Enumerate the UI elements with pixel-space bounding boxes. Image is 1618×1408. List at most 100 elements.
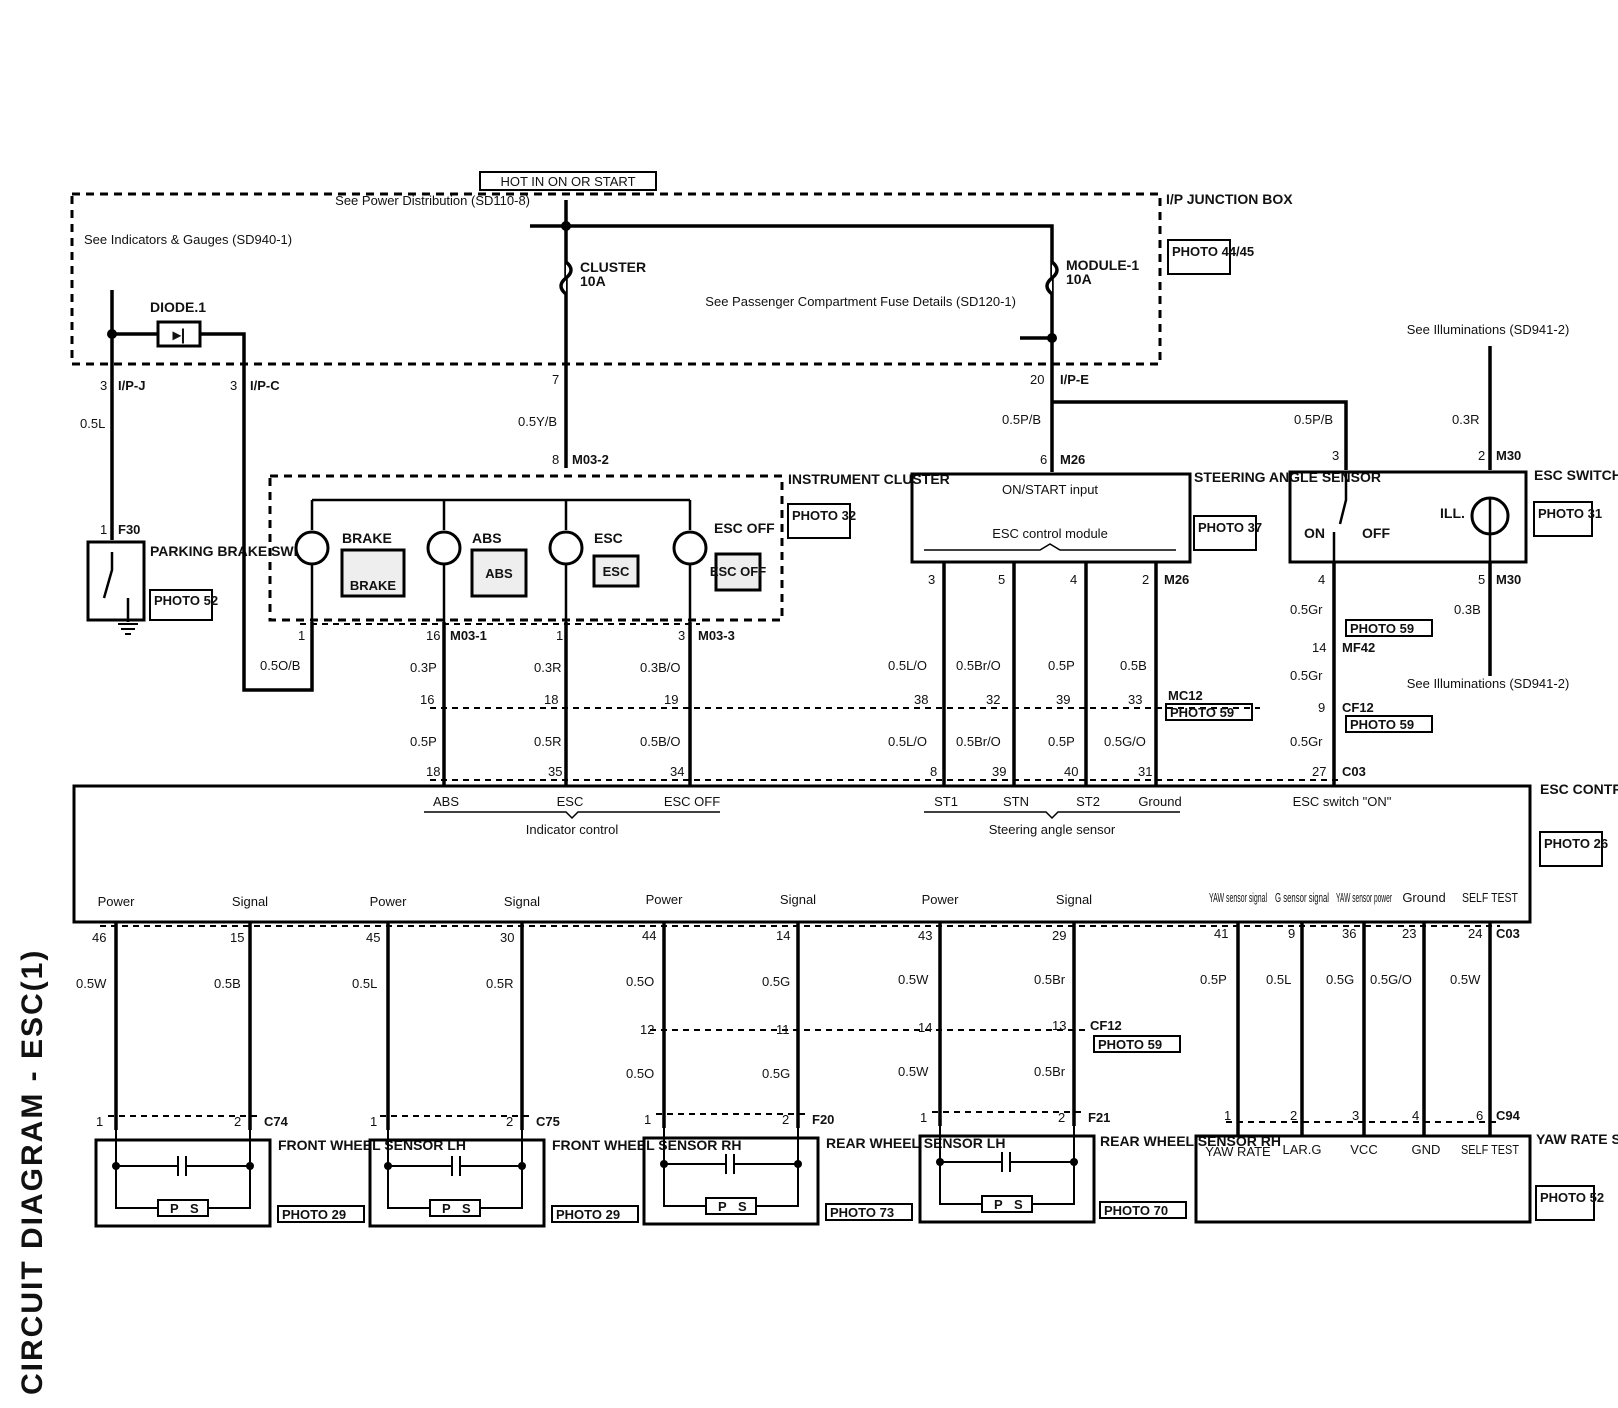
rl-box — [642, 1136, 820, 1226]
ref-illum-top: See Illuminations (SD941-2) — [1407, 322, 1570, 337]
wire-label-c8: 0.5Br — [1034, 1064, 1066, 1079]
yaw-label-1: G sensor signal — [1275, 890, 1329, 905]
wire-label-clu: 0.5Y/B — [518, 414, 557, 429]
fr-label: FRONT WHEEL SENSOR RH — [552, 1137, 742, 1153]
fr-s: S — [462, 1201, 471, 1216]
pin-y6: 6 — [1476, 1108, 1483, 1123]
photo59-c-box — [1345, 715, 1433, 733]
hot-label-box — [479, 171, 657, 191]
lamp-esc-icon — [592, 554, 640, 588]
pin-cf12: 12 — [640, 1022, 654, 1037]
pin-b30: 30 — [500, 930, 514, 945]
yaw-label-0: YAW sensor signal — [1209, 890, 1267, 905]
pin-sw3: 3 — [1332, 448, 1339, 463]
junction-box-photo: PHOTO 44/45 — [1172, 244, 1254, 259]
wire-power-bus — [530, 224, 1054, 360]
wire-label-y5: 0.5W — [1450, 972, 1481, 987]
wire-label-b1: 0.5W — [76, 976, 107, 991]
esc-switch-ill: ILL. — [1440, 505, 1465, 521]
conn-ipj: I/P-J — [118, 378, 145, 393]
yaw-pin-0: YAW RATE — [1205, 1144, 1271, 1159]
lamp-abs-bulb — [426, 530, 462, 566]
lamp-esc-label: ESC — [594, 530, 623, 546]
esc-switch-photo: PHOTO 31 — [1538, 506, 1602, 521]
esc-top-esc: ESC — [557, 794, 584, 809]
pin-e31: 31 — [1138, 764, 1152, 779]
conn-m03-2: M03-2 — [572, 452, 609, 467]
rear-wheel-sensor-rh: P S REAR WHEEL SENSOR RH PHOTO 70 — [918, 1126, 1281, 1224]
pin-m26: 6 — [1040, 452, 1047, 467]
lamp-esc-off-icon-text: ESC OFF — [710, 564, 766, 579]
pin-b24: 24 — [1468, 926, 1482, 941]
pin-y1: 1 — [1224, 1108, 1231, 1123]
yaw-label-3: Ground — [1402, 890, 1445, 905]
junction-box-label: I/P JUNCTION BOX — [1166, 191, 1293, 207]
conn-m30a: M30 — [1496, 448, 1521, 463]
wire-label-s2: 0.5Br/O — [956, 658, 1001, 673]
conn-mc12: MC12 — [1168, 688, 1203, 703]
wire-label-y2: 0.5L — [1266, 972, 1291, 987]
wire-label-s1: 0.5L/O — [888, 658, 927, 673]
pin-clu8: 8 — [552, 452, 559, 467]
pin-b23: 23 — [1402, 926, 1416, 941]
ref-fuse-details: See Passenger Compartment Fuse Details (… — [705, 294, 1016, 309]
ref-indicators: See Indicators & Gauges (SD940-1) — [84, 232, 292, 247]
esc-switch-label: ESC SWITCH — [1534, 467, 1618, 483]
junction-box-outline — [70, 192, 1162, 366]
instrument-cluster-outline — [268, 474, 784, 622]
parking-brake-switch-box — [86, 540, 146, 622]
lamp-abs-icon — [470, 548, 528, 598]
conn-c75: C75 — [536, 1114, 560, 1129]
conn-c03a: C03 — [1342, 764, 1366, 779]
pin-clu7: 7 — [552, 372, 559, 387]
yaw-pin-2: VCC — [1350, 1142, 1377, 1157]
pin-rr1: 1 — [920, 1110, 927, 1125]
fr-circuit — [387, 1130, 523, 1209]
wire-label-g2: 0.5Gr — [1290, 668, 1323, 683]
fl-p: P — [170, 1201, 179, 1216]
esc-bottom-2: Power — [370, 894, 408, 909]
esc-module-photo: PHOTO 26 — [1544, 836, 1608, 851]
wire-label-e3: 0.5B/O — [640, 734, 680, 749]
group-steering: Steering angle sensor — [989, 822, 1116, 837]
wire-label-g1: 0.5Gr — [1290, 602, 1323, 617]
esc-bottom-4: Power — [646, 892, 684, 907]
rr-photo-box — [1099, 1201, 1187, 1219]
conn-mf42: MF42 — [1342, 640, 1375, 655]
conn-m26b: M26 — [1164, 572, 1189, 587]
parking-brake-photo-box — [149, 589, 213, 621]
pin-b36: 36 — [1342, 926, 1356, 941]
wire-label-t2: 0.5Br/O — [956, 734, 1001, 749]
lamp-esc-icon-text: ESC — [603, 564, 630, 579]
esc-bottom-0: Power — [98, 894, 136, 909]
pin-fr2: 2 — [506, 1114, 513, 1129]
wire-label-b7: 0.5W — [898, 972, 929, 987]
pin-s39: 39 — [1056, 692, 1070, 707]
yaw-photo-box — [1535, 1185, 1595, 1221]
wire-label-m3: 0.3B/O — [640, 660, 680, 675]
wire-label-ipe: 0.5P/B — [1002, 412, 1041, 427]
lamp-esc-bulb — [548, 530, 584, 566]
pin-f30: 1 — [100, 522, 107, 537]
esc-top-abs: ABS — [433, 794, 459, 809]
wire-label-y3: 0.5G — [1326, 972, 1354, 987]
conn-cf12b: CF12 — [1090, 1018, 1122, 1033]
diode-symbol — [156, 320, 202, 348]
pin-cl1: 1 — [298, 628, 305, 643]
pin-b15: 15 — [230, 930, 244, 945]
wire-label-c7: 0.5W — [898, 1064, 929, 1079]
pin-ipj: 3 — [100, 378, 107, 393]
fl-photo: PHOTO 29 — [282, 1207, 346, 1222]
lamp-abs: ABS ABS — [426, 530, 528, 622]
pin-mf14: 14 — [1312, 640, 1326, 655]
fr-ps-box — [429, 1199, 481, 1217]
esc-bottom-1: Signal — [232, 894, 268, 909]
yaw-sensor-box — [1194, 1134, 1532, 1224]
fr-node-a — [384, 1162, 392, 1170]
steering-photo-box — [1193, 515, 1257, 551]
pin-rl1: 1 — [644, 1112, 651, 1127]
parking-brake-contact — [102, 552, 130, 622]
pin-y4: 4 — [1412, 1108, 1419, 1123]
fr-box — [368, 1138, 546, 1228]
wire-label-e1: 0.5P — [410, 734, 437, 749]
